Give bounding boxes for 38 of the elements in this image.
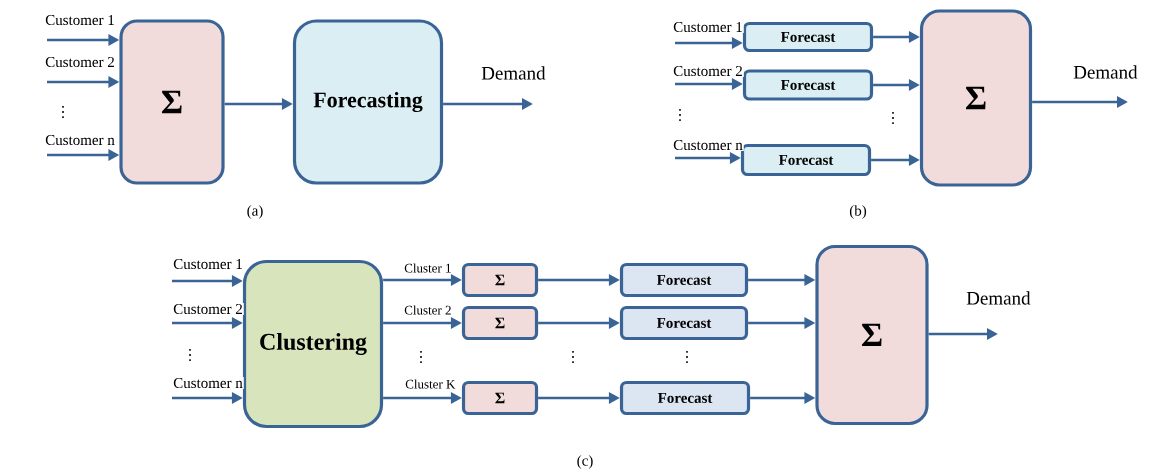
ellipsis-dots: ⋮ (686, 350, 688, 364)
process-box: Forecast (619, 380, 751, 416)
ellipsis-dots: ⋮ (892, 111, 894, 125)
edge-label: Customer 2 (44, 55, 116, 69)
edge-label: Customer 2 (672, 64, 744, 78)
edge-label: Demand (965, 290, 1032, 306)
process-box: Forecasting (292, 19, 444, 185)
edge-label: Demand (480, 65, 547, 81)
caption-text: (a) (247, 205, 263, 219)
ellipsis-dots: ⋮ (420, 350, 422, 364)
edge-label: Customer 1 (672, 20, 744, 34)
edge-label: Cluster K (404, 378, 457, 390)
process-box: Σ (461, 305, 539, 341)
edge-label: Customer 2 (172, 302, 244, 316)
edge-label: Customer n (172, 376, 244, 390)
process-box: Forecast (619, 305, 749, 341)
ellipsis-dots: ⋮ (679, 108, 681, 122)
process-box: Forecast (742, 21, 874, 53)
ellipsis-dots: ⋮ (189, 348, 191, 362)
process-box: Forecast (619, 262, 749, 298)
caption-text: (c) (577, 455, 593, 469)
process-box: Forecast (742, 69, 874, 101)
edge-label: Customer n (672, 138, 744, 152)
caption-text: (b) (849, 205, 867, 219)
edge-label: Customer n (44, 133, 116, 147)
edge-label: Cluster 2 (403, 304, 453, 316)
ellipsis-dots: ⋮ (62, 105, 64, 119)
process-box: Σ (461, 380, 539, 416)
ellipsis-dots: ⋮ (572, 350, 574, 364)
process-box: Σ (815, 244, 929, 426)
edge-label: Demand (1072, 64, 1139, 80)
edge-label: Customer 1 (44, 13, 116, 27)
process-box: Σ (919, 9, 1033, 187)
process-box: Σ (461, 262, 539, 298)
edge-label: Cluster 1 (403, 262, 453, 274)
process-box: Σ (119, 19, 225, 185)
process-box: Clustering (242, 259, 384, 429)
edge-label: Customer 1 (172, 257, 244, 271)
